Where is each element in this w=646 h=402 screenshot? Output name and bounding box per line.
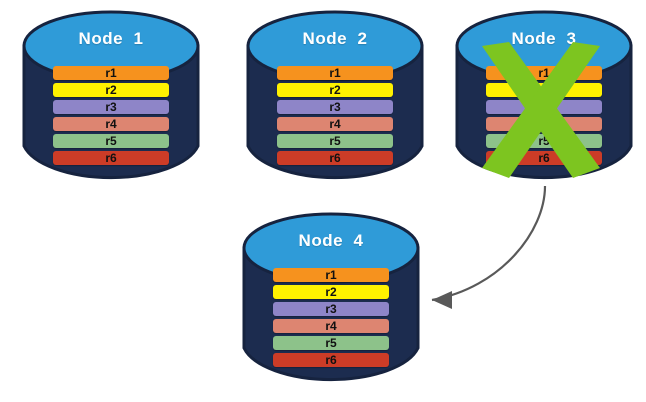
replica-bar[interactable]: r1 [273,268,389,282]
replica-bar[interactable]: r6 [277,151,393,165]
replication-arrow-line [431,185,547,302]
replica-bar[interactable]: r4 [486,117,602,131]
replica-bar[interactable]: r6 [486,151,602,165]
replica-bar[interactable]: r4 [273,319,389,333]
replica-bar[interactable]: r1 [53,66,169,80]
replica-bar[interactable]: r3 [277,100,393,114]
replica-bar[interactable]: r1 [277,66,393,80]
node-4-replica-list: r1 r2 r3 r4 r5 r6 [242,268,420,367]
replica-bar[interactable]: r5 [53,134,169,148]
replica-bar[interactable]: r5 [277,134,393,148]
replica-bar[interactable]: r2 [277,83,393,97]
node-2-replica-list: r1 r2 r3 r4 r5 r6 [246,66,424,165]
node-1-replica-list: r1 r2 r3 r4 r5 r6 [22,66,200,165]
replica-bar[interactable]: r5 [486,134,602,148]
replica-bar[interactable]: r2 [273,285,389,299]
replica-bar[interactable]: r2 [486,83,602,97]
replica-bar[interactable]: r3 [53,100,169,114]
replica-bar[interactable]: r5 [273,336,389,350]
replica-bar[interactable]: r4 [277,117,393,131]
replica-bar[interactable]: r6 [53,151,169,165]
replica-bar[interactable]: r2 [53,83,169,97]
replica-bar[interactable]: r1 [486,66,602,80]
replica-bar[interactable]: r6 [273,353,389,367]
replica-bar[interactable]: r3 [273,302,389,316]
replica-bar[interactable]: r3 [486,100,602,114]
replication-arrow-head [432,291,452,309]
replica-bar[interactable]: r4 [53,117,169,131]
node-3-replica-list: r1 r2 r3 r4 r5 r6 [455,66,633,165]
